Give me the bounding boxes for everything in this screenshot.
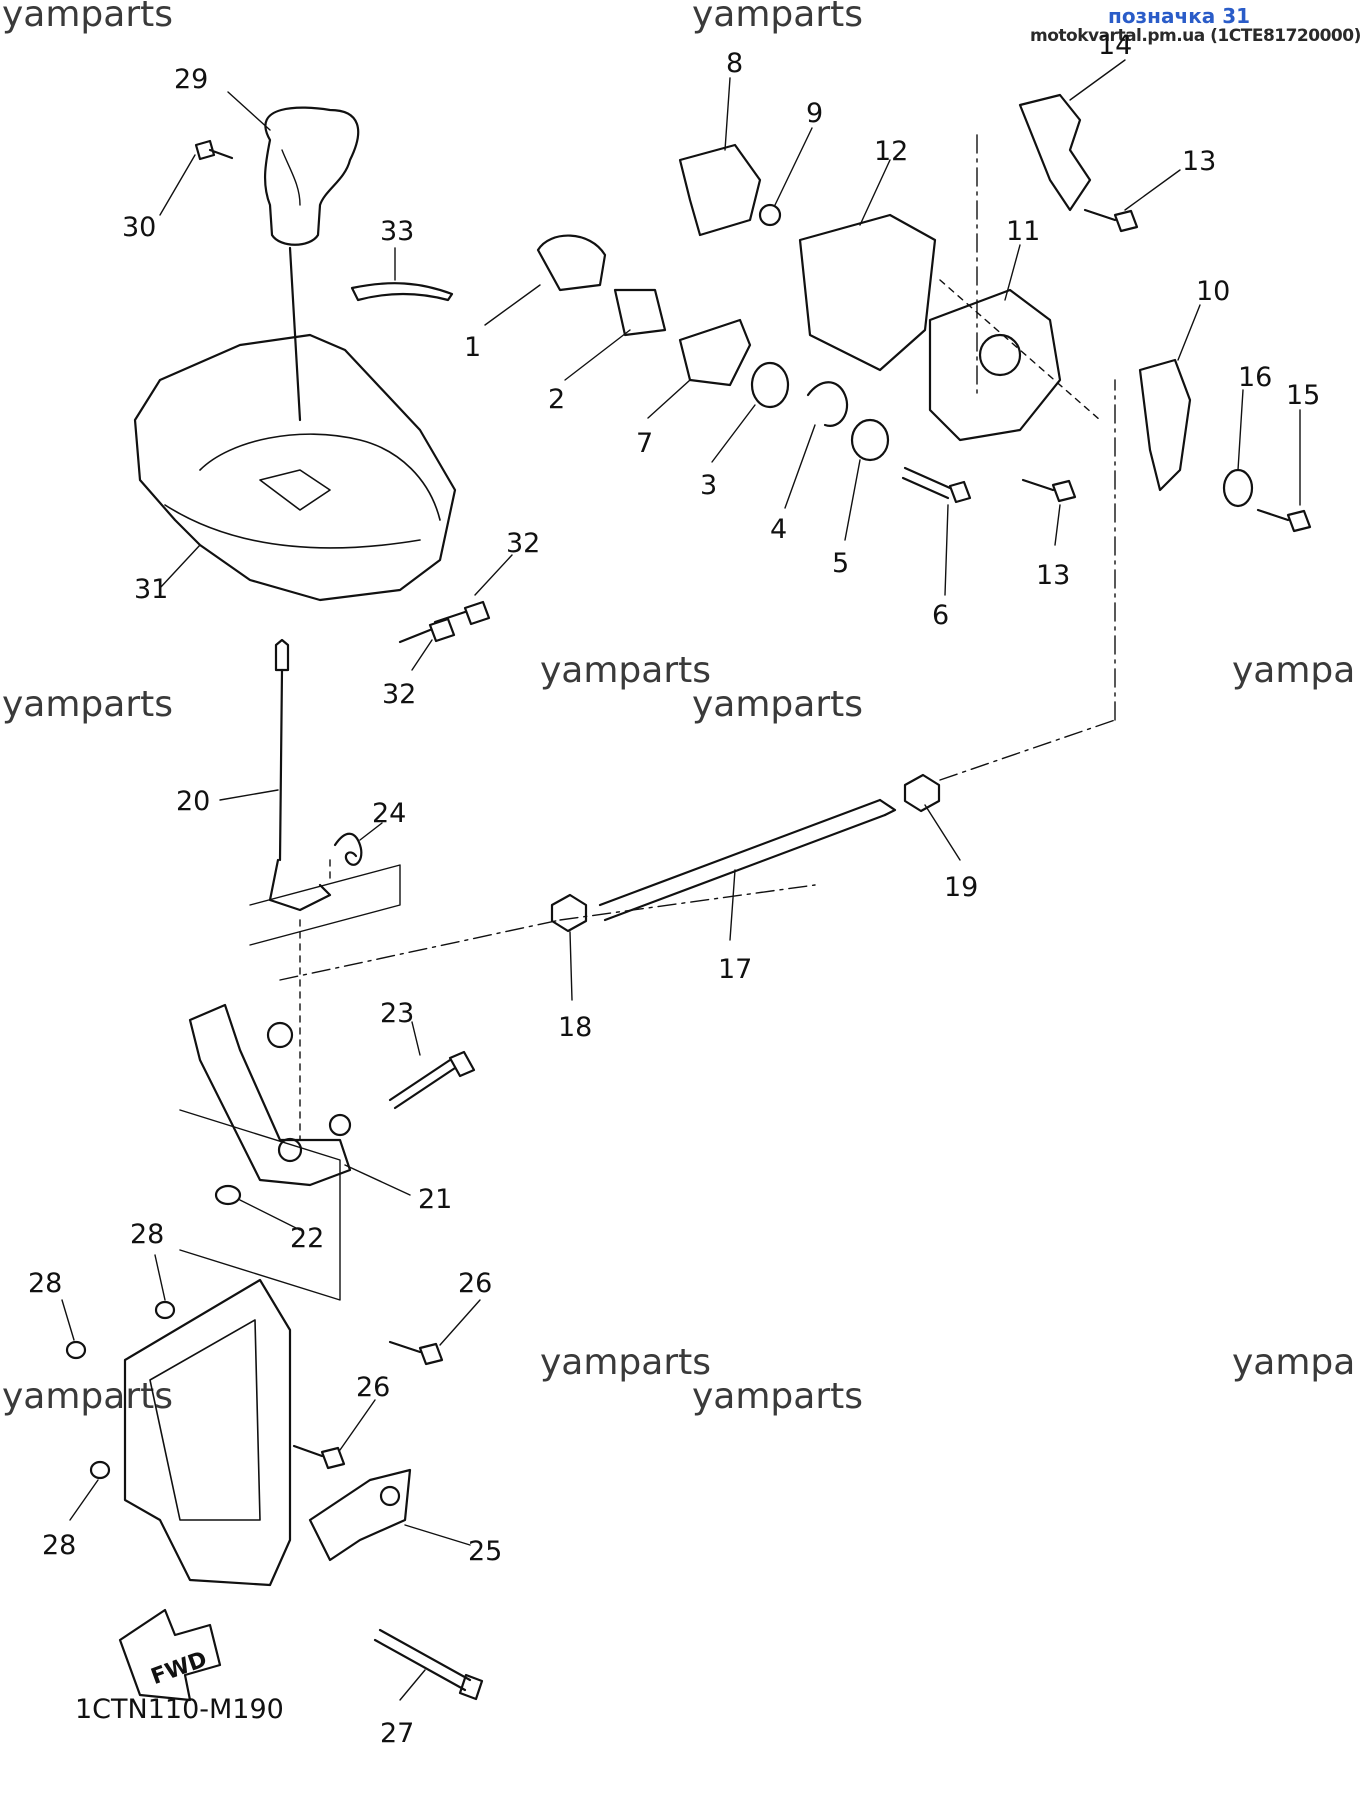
callout-number: 26: [458, 1268, 492, 1299]
callout-number: 28: [28, 1268, 62, 1299]
callout-number: 6: [932, 600, 949, 631]
callout-number: 32: [382, 679, 416, 710]
callout-number: 7: [636, 428, 653, 459]
decal-33-part: [350, 282, 454, 302]
washer-28-part: [154, 1300, 176, 1320]
callout-number: 8: [726, 48, 743, 79]
part-8-switch: [678, 143, 762, 237]
shift-lever-rod: [288, 246, 302, 422]
fwd-label: FWD: [148, 1647, 211, 1690]
washer-22-part: [214, 1184, 242, 1206]
watermark: yampa: [1232, 1342, 1356, 1383]
part-4-spring: [806, 381, 849, 427]
callout-number: 32: [506, 528, 540, 559]
watermark: yamparts: [540, 650, 712, 691]
spring-24-part: [333, 832, 363, 866]
shift-rod-part: [274, 638, 290, 672]
callout-number: 13: [1036, 560, 1070, 591]
callout-number: 24: [372, 798, 406, 829]
callout-number: 26: [356, 1372, 390, 1403]
watermark: yamparts: [2, 0, 174, 35]
callout-number: 10: [1196, 276, 1230, 307]
callout-number: 2: [548, 384, 565, 415]
fwd-arrow-icon: [118, 1608, 222, 1702]
bracket-25-part: [123, 1278, 292, 1587]
callout-number: 22: [290, 1223, 324, 1254]
shaft-17-part: [598, 798, 887, 922]
bolt-27-part: [373, 1628, 484, 1701]
callout-number: 3: [700, 470, 717, 501]
callout-number: 33: [380, 216, 414, 247]
part-13-bolt: [1021, 478, 1077, 503]
part-16-washer: [1222, 468, 1254, 508]
part-13-bolt: [1083, 208, 1139, 233]
shift-knob-part: [263, 106, 360, 246]
callout-number: 5: [832, 548, 849, 579]
callout-number: 11: [1006, 216, 1040, 247]
bolt-26-part: [388, 1340, 444, 1366]
washer-28-part: [65, 1340, 87, 1360]
callout-number: 25: [468, 1536, 502, 1567]
callout-number: 28: [42, 1530, 76, 1561]
link-bracket-part: [188, 1003, 352, 1187]
header-title: позначка 31: [1108, 4, 1251, 28]
callout-number: 1: [464, 332, 481, 363]
bolt-32-part: [398, 617, 456, 644]
remote-control-housing-part: [133, 333, 457, 602]
callout-number: 30: [122, 212, 156, 243]
watermark: yamparts: [2, 684, 174, 725]
watermark: yamparts: [2, 1376, 174, 1417]
diagram-code: 1CTN110-M190: [75, 1694, 284, 1725]
part-5-washer: [850, 418, 890, 462]
callout-number: 31: [134, 574, 168, 605]
watermark: yamparts: [540, 1342, 712, 1383]
callout-number: 14: [1098, 30, 1132, 61]
part-15-bolt: [1256, 508, 1312, 533]
part-14-clamp: [1018, 93, 1092, 212]
watermark: yampa: [1232, 650, 1356, 691]
callout-number: 17: [718, 954, 752, 985]
watermark: yamparts: [692, 0, 864, 35]
part-2-bushing: [613, 288, 667, 337]
part-12-gasket: [798, 213, 937, 372]
callout-number: 9: [806, 98, 823, 129]
callout-number: 20: [176, 786, 210, 817]
watermark: yamparts: [692, 1376, 864, 1417]
nut-18-part: [550, 893, 588, 933]
callout-number: 19: [944, 872, 978, 903]
callout-number: 18: [558, 1012, 592, 1043]
washer-28-part: [89, 1460, 111, 1480]
part-10-lever: [1138, 358, 1192, 492]
bolt-30-part: [194, 139, 234, 161]
part-3-washer: [750, 361, 790, 409]
callout-number: 15: [1286, 380, 1320, 411]
bolt-23-part: [388, 1050, 476, 1110]
header-source: motokvartal.pm.ua (1CTE81720000): [1030, 26, 1361, 46]
callout-number: 16: [1238, 362, 1272, 393]
part-7-gear: [678, 318, 752, 387]
callout-number: 28: [130, 1219, 164, 1250]
callout-number: 27: [380, 1718, 414, 1749]
nut-19-part: [903, 773, 941, 813]
callout-number: 29: [174, 64, 208, 95]
callout-number: 12: [874, 136, 908, 167]
part-6-bolt: [901, 466, 972, 504]
bolt-32-part: [433, 600, 491, 626]
part-9-oring: [758, 203, 782, 227]
watermark: yamparts: [692, 684, 864, 725]
callout-number: 4: [770, 514, 787, 545]
callout-number: 21: [418, 1184, 452, 1215]
callout-number: 13: [1182, 146, 1216, 177]
part-11-cover: [928, 288, 1062, 442]
callout-number: 23: [380, 998, 414, 1029]
part-1-plate: [536, 234, 607, 292]
bolt-26-part: [292, 1444, 346, 1470]
